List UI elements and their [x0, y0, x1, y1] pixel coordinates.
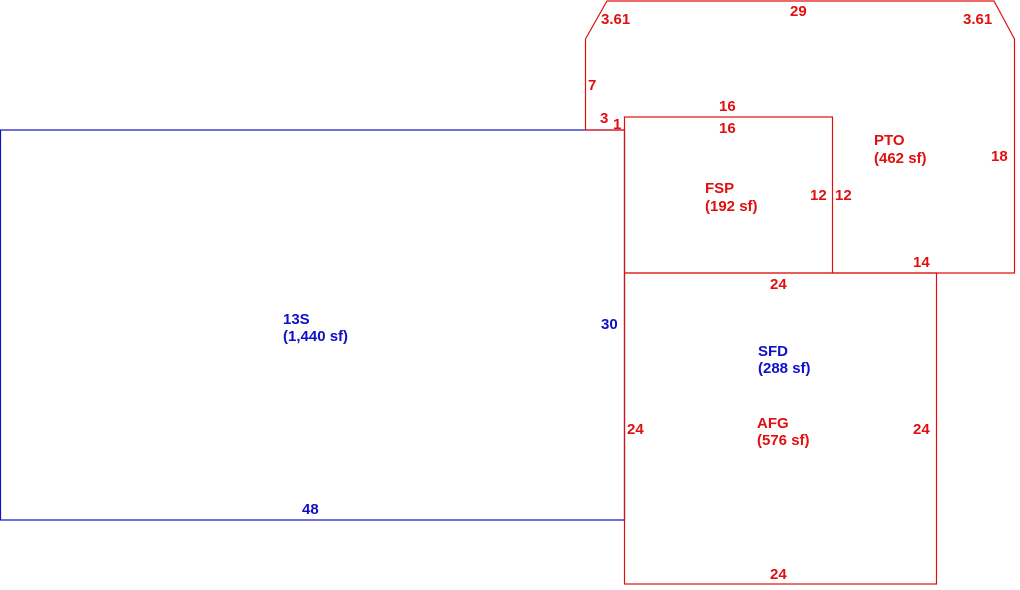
- dimension-pto-chamfer-right: 3.61: [963, 11, 992, 28]
- dimension-afg-right: 24: [913, 421, 930, 438]
- area-label-afg-code: AFG: [757, 415, 789, 432]
- area-label-sfd-code: SFD: [758, 343, 788, 360]
- area-label-afg-area: (576 sf): [757, 432, 810, 449]
- area-label-fsp-area: (192 sf): [705, 198, 758, 215]
- dimension-fsp-right-inner: 12: [810, 187, 827, 204]
- fsp-outline: [623, 116, 834, 274]
- area-label-13s-code: 13S: [283, 311, 310, 328]
- dimension-fsp-top-inner: 16: [719, 120, 736, 137]
- main-13s-outline: [0, 129, 626, 521]
- area-label-sfd-area: (288 sf): [758, 360, 811, 377]
- dimension-pto-step-3: 3: [600, 110, 608, 127]
- area-label-13s-area: (1,440 sf): [283, 328, 348, 345]
- dimension-pto-left: 7: [588, 77, 596, 94]
- dimension-main-bottom: 48: [302, 501, 319, 518]
- dimension-pto-top: 29: [790, 3, 807, 20]
- dimension-pto-right: 18: [991, 148, 1008, 165]
- area-label-pto-area: (462 sf): [874, 150, 927, 167]
- dimension-afg-bottom: 24: [770, 566, 787, 583]
- pto-outline: [584, 0, 1016, 274]
- dimension-fsp-right-outer: 12: [835, 187, 852, 204]
- dimension-afg-top: 24: [770, 276, 787, 293]
- dimension-fsp-top-outer: 16: [719, 98, 736, 115]
- dimension-pto-step-1: 1: [613, 116, 621, 133]
- dimension-pto-bottom: 14: [913, 254, 930, 271]
- dimension-main-right: 30: [601, 316, 618, 333]
- area-label-fsp-code: FSP: [705, 180, 734, 197]
- dimension-afg-left: 24: [627, 421, 644, 438]
- dimension-pto-chamfer-left: 3.61: [601, 11, 630, 28]
- area-label-pto-code: PTO: [874, 132, 905, 149]
